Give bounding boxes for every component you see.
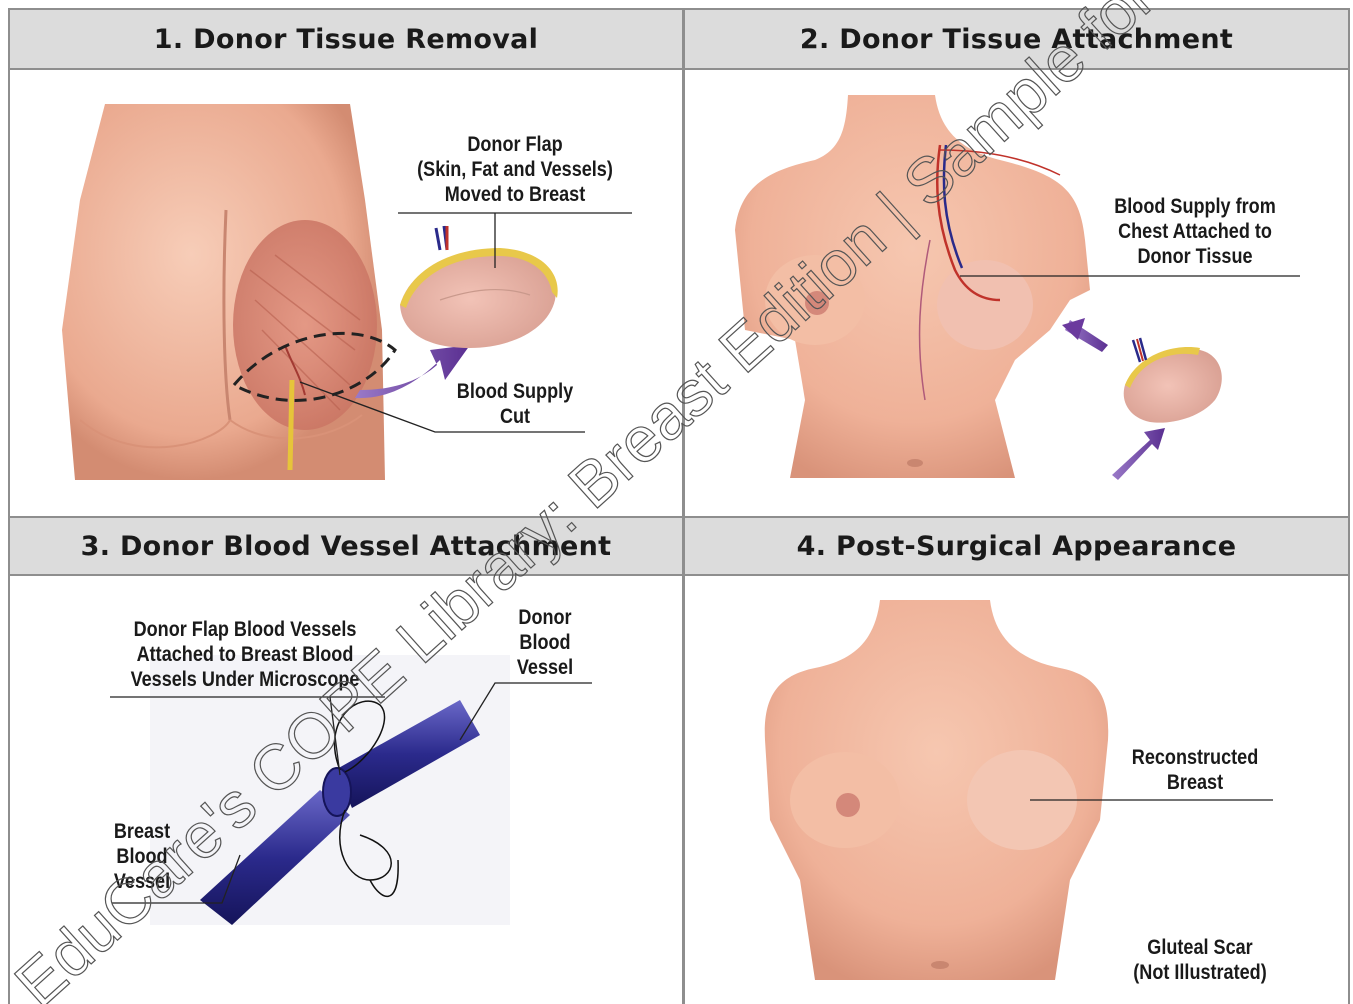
nerve: [290, 380, 292, 470]
nipple: [836, 793, 860, 817]
torso-with-vessels-illustration: [735, 95, 1222, 480]
nipple: [805, 291, 829, 315]
vessels-attached-label: Donor Flap Blood Vessels Attached to Bre…: [120, 617, 369, 692]
donor-flap-label: Donor Flap (Skin, Fat and Vessels) Moved…: [412, 132, 618, 207]
blood-supply-cut-label: Blood Supply Cut: [442, 379, 588, 429]
gluteal-muscle: [233, 220, 377, 430]
arrow-up: [1112, 428, 1165, 480]
vessel-anastomosis-illustration: [150, 655, 510, 925]
gluteal-scar-label: Gluteal Scar (Not Illustrated): [1118, 935, 1281, 985]
reconstructed-breast-label: Reconstructed Breast: [1122, 745, 1268, 795]
donor-blood-vessel-label: Donor Blood Vessel: [502, 605, 588, 680]
donor-flap-illustration: [400, 226, 558, 348]
breast-blood-vessel-label: Breast Blood Vessel: [99, 819, 185, 894]
blood-supply-chest-label: Blood Supply from Chest Attached to Dono…: [1105, 194, 1286, 269]
post-surgical-torso-illustration: [765, 600, 1108, 980]
